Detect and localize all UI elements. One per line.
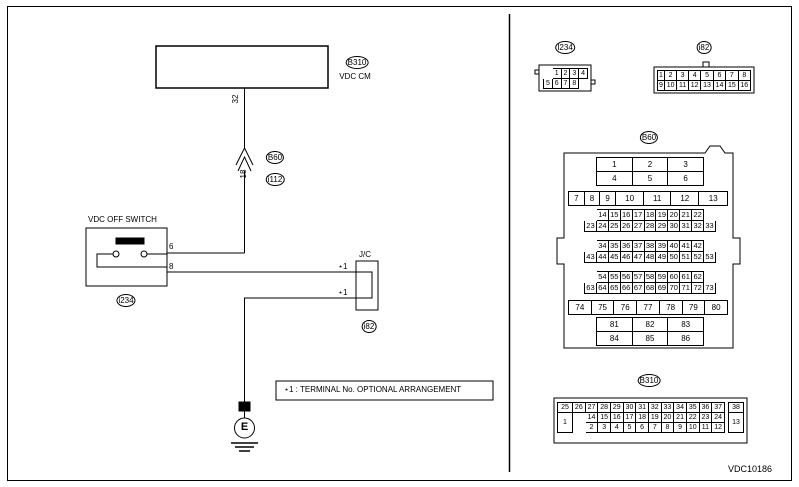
b60-housing <box>556 145 741 349</box>
i82-latch <box>702 61 710 68</box>
i234-latch-right <box>590 79 596 85</box>
switch-actuator <box>115 237 145 245</box>
switch-box <box>85 227 168 287</box>
switch-contact-right <box>140 250 148 258</box>
jc-bridge <box>356 271 373 299</box>
b310-housing <box>553 397 748 444</box>
i82-housing <box>653 66 755 94</box>
note-box <box>275 380 494 401</box>
jc-box <box>355 260 379 311</box>
switch-contact-left <box>112 250 120 258</box>
ground-terminal <box>238 401 251 412</box>
i234-housing <box>538 64 592 92</box>
switch-internal-wire <box>96 253 167 268</box>
wire-jc-to-ground <box>244 297 356 402</box>
connector-b60-i112-symbol <box>235 146 254 172</box>
i234-latch-left <box>534 69 540 75</box>
vdc-cm-box <box>155 45 329 89</box>
outer-frame <box>7 6 792 481</box>
ground-circle <box>234 417 255 439</box>
